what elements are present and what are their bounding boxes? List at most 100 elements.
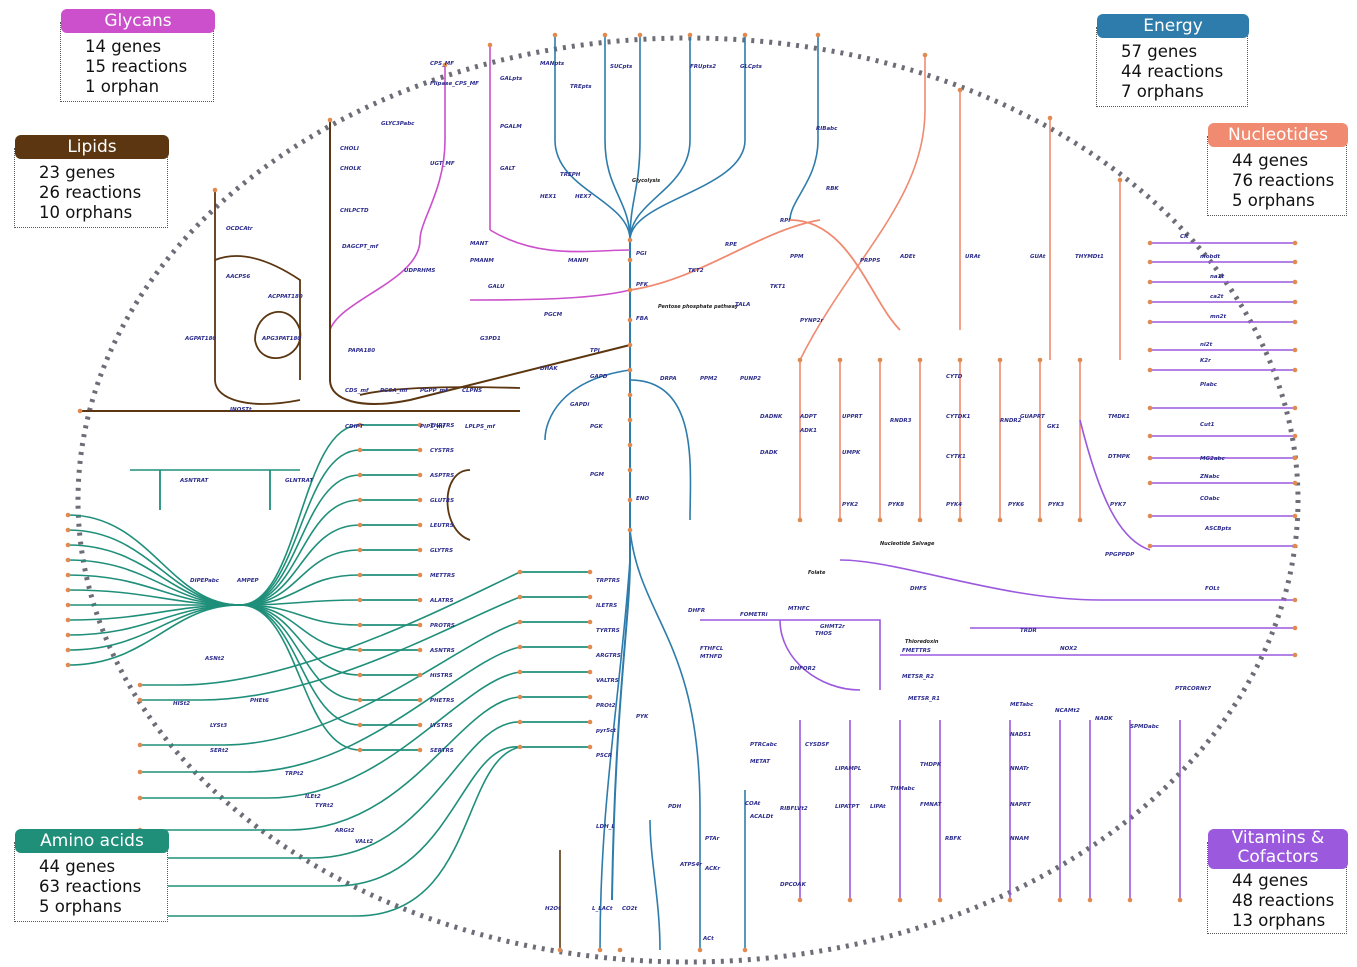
cytoplasm-ion[interactable]	[1147, 433, 1153, 439]
cytoplasm-ion[interactable]	[1147, 240, 1153, 246]
extracellular-dipeptide[interactable]	[65, 632, 71, 638]
glycolysis-metabolite[interactable]	[627, 342, 633, 348]
charged-trna-node[interactable]	[417, 747, 423, 753]
glycolysis-metabolite[interactable]	[627, 442, 633, 448]
charged-trna-node[interactable]	[417, 547, 423, 553]
amino-acid-node[interactable]	[517, 694, 523, 700]
extracellular-ion[interactable]	[1292, 259, 1298, 265]
glycolysis-metabolite[interactable]	[627, 317, 633, 323]
glycolysis-metabolite[interactable]	[627, 527, 633, 533]
extracellular-ion[interactable]	[1292, 405, 1298, 411]
extracellular-dipeptide[interactable]	[65, 587, 71, 593]
extracellular-amino-acid[interactable]	[137, 697, 143, 703]
cytoplasm-ion[interactable]	[1147, 405, 1153, 411]
glycolysis-metabolite[interactable]	[627, 417, 633, 423]
nucleotide-node[interactable]	[877, 517, 883, 523]
cytoplasm-ion[interactable]	[1147, 299, 1153, 305]
extracellular-ion[interactable]	[1292, 279, 1298, 285]
charged-trna-node[interactable]	[587, 669, 593, 675]
charged-trna-node[interactable]	[587, 569, 593, 575]
extracellular-amino-acid[interactable]	[137, 769, 143, 775]
charged-trna-node[interactable]	[417, 447, 423, 453]
extracellular-dipeptide[interactable]	[65, 512, 71, 518]
extracellular-dipeptide[interactable]	[65, 662, 71, 668]
extracellular-ion[interactable]	[1292, 455, 1298, 461]
cytoplasm-ion[interactable]	[1147, 455, 1153, 461]
nucleotide-node[interactable]	[797, 517, 803, 523]
glycolysis-metabolite[interactable]	[627, 392, 633, 398]
amino-acid-node[interactable]	[357, 722, 363, 728]
cofactor-node[interactable]	[797, 897, 803, 903]
nucleotide-node[interactable]	[1037, 517, 1043, 523]
extracellular-sugar[interactable]	[637, 32, 643, 38]
glycolysis-metabolite[interactable]	[627, 367, 633, 373]
extracellular-dipeptide[interactable]	[65, 542, 71, 548]
cytoplasm-ion[interactable]	[1147, 347, 1153, 353]
extracellular-guanine[interactable]	[1047, 115, 1053, 121]
extracellular-ion[interactable]	[1292, 367, 1298, 373]
glycolysis-metabolite[interactable]	[627, 467, 633, 473]
extracellular-h2o_e[interactable]	[557, 947, 563, 953]
glycan-node[interactable]	[487, 42, 493, 48]
amino-acid-node[interactable]	[357, 622, 363, 628]
cytoplasm-ion[interactable]	[1147, 543, 1153, 549]
cofactor-node[interactable]	[1127, 897, 1133, 903]
nucleotide-node[interactable]	[837, 357, 843, 363]
extracellular-ion[interactable]	[1292, 433, 1298, 439]
extracellular-sugar[interactable]	[552, 32, 558, 38]
extracellular-dipeptide[interactable]	[65, 647, 71, 653]
extracellular-lac_L_e[interactable]	[597, 947, 603, 953]
extracellular-thymidine[interactable]	[1117, 177, 1123, 183]
nucleotide-node[interactable]	[837, 517, 843, 523]
charged-trna-node[interactable]	[417, 647, 423, 653]
nucleotide-node[interactable]	[957, 517, 963, 523]
amino-acid-node[interactable]	[517, 619, 523, 625]
nucleotide-node[interactable]	[877, 357, 883, 363]
charged-trna-node[interactable]	[587, 644, 593, 650]
charged-trna-node[interactable]	[417, 622, 423, 628]
charged-trna-node[interactable]	[587, 594, 593, 600]
cytoplasm-ion[interactable]	[1147, 319, 1153, 325]
extracellular-ac_e[interactable]	[697, 947, 703, 953]
extracellular-ion[interactable]	[1292, 480, 1298, 486]
extracellular-dipeptide[interactable]	[65, 602, 71, 608]
amino-acid-node[interactable]	[517, 719, 523, 725]
glycolysis-metabolite[interactable]	[627, 287, 633, 293]
extracellular-dipeptide[interactable]	[65, 527, 71, 533]
nucleotide-node[interactable]	[997, 517, 1003, 523]
extracellular-choline[interactable]	[327, 117, 333, 123]
extracellular-sugar[interactable]	[687, 32, 693, 38]
nucleotide-node[interactable]	[917, 357, 923, 363]
charged-trna-node[interactable]	[417, 497, 423, 503]
extracellular-sugar[interactable]	[742, 32, 748, 38]
extracellular-oxygen[interactable]	[1292, 625, 1298, 631]
charged-trna-node[interactable]	[587, 744, 593, 750]
charged-trna-node[interactable]	[587, 719, 593, 725]
amino-acid-node[interactable]	[357, 697, 363, 703]
amino-acid-node[interactable]	[517, 669, 523, 675]
glycan-node[interactable]	[442, 62, 448, 68]
charged-trna-node[interactable]	[587, 694, 593, 700]
cofactor-node[interactable]	[937, 897, 943, 903]
extracellular-ion[interactable]	[1292, 319, 1298, 325]
amino-acid-node[interactable]	[517, 569, 523, 575]
amino-acid-node[interactable]	[357, 472, 363, 478]
extracellular-ion[interactable]	[1292, 543, 1298, 549]
cofactor-node[interactable]	[1087, 897, 1093, 903]
amino-acid-node[interactable]	[357, 547, 363, 553]
extracellular-ion[interactable]	[1292, 240, 1298, 246]
amino-acid-node[interactable]	[357, 597, 363, 603]
cofactor-node[interactable]	[1007, 897, 1013, 903]
amino-acid-node[interactable]	[357, 422, 363, 428]
extracellular-uracil[interactable]	[957, 87, 963, 93]
charged-trna-node[interactable]	[417, 597, 423, 603]
extracellular-amino-acid[interactable]	[137, 742, 143, 748]
extracellular-methionine[interactable]	[1292, 652, 1298, 658]
charged-trna-node[interactable]	[417, 522, 423, 528]
charged-trna-node[interactable]	[417, 472, 423, 478]
cofactor-node[interactable]	[1057, 897, 1063, 903]
nucleotide-node[interactable]	[917, 517, 923, 523]
charged-trna-node[interactable]	[417, 672, 423, 678]
amino-acid-node[interactable]	[517, 594, 523, 600]
cytoplasm-ion[interactable]	[1147, 259, 1153, 265]
